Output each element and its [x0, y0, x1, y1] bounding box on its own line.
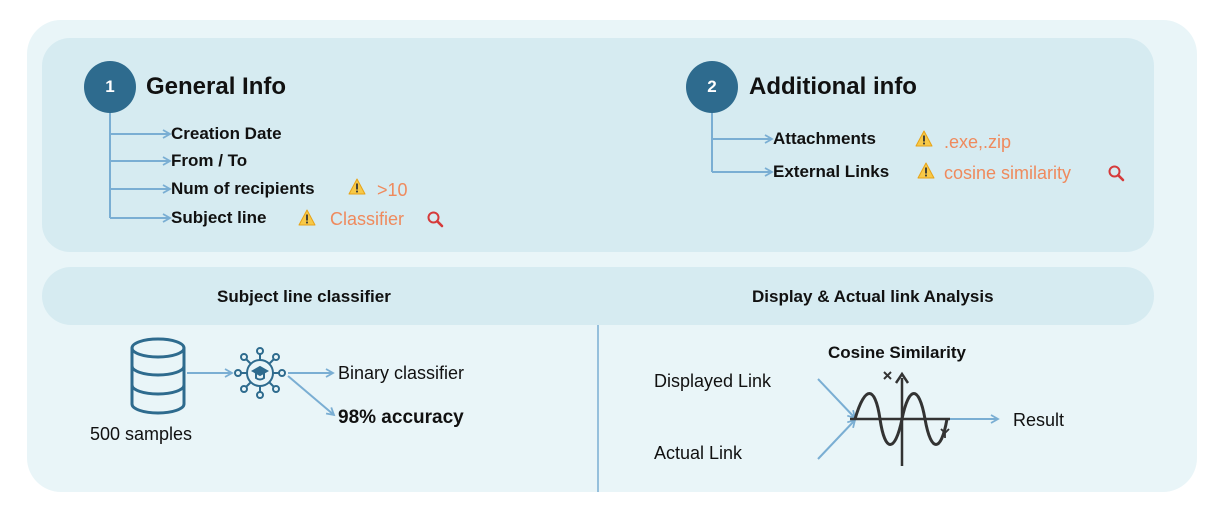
general-tree-connectors — [109, 112, 172, 223]
link-analysis-header: Display & Actual link Analysis — [752, 287, 994, 306]
step-2-badge: 2 — [686, 61, 738, 113]
arrow — [287, 375, 336, 417]
subject-line-note: Classifier — [330, 209, 405, 229]
displayed-link-label: Displayed Link — [654, 371, 772, 391]
database-icon — [130, 337, 186, 415]
binary-classifier-label: Binary classifier — [338, 363, 465, 383]
info-panel — [42, 38, 1154, 252]
additional-info-title: Additional info — [749, 73, 917, 100]
step-1-badge: 1 — [84, 61, 136, 113]
external-links-note: cosine similarity — [944, 163, 1072, 183]
accuracy-label: 98% accuracy — [338, 407, 464, 428]
actual-link-label: Actual Link — [654, 443, 743, 463]
samples-label: 500 samples — [90, 424, 193, 444]
warning-icon — [348, 178, 366, 195]
attachments-note: .exe,.zip — [944, 132, 1012, 152]
arrow — [817, 378, 857, 420]
warning-icon — [915, 130, 933, 147]
warning-icon — [917, 162, 935, 179]
arrow — [817, 418, 857, 460]
additional-item-external-links: External Links — [773, 162, 890, 181]
general-item-num-recipients: Num of recipients — [171, 179, 315, 198]
neural-network-icon — [234, 347, 286, 399]
magnifier-icon — [1108, 165, 1125, 182]
general-item-subject-line: Subject line — [171, 208, 267, 227]
result-label: Result — [1013, 410, 1065, 430]
general-item-from-to: From / To — [171, 151, 248, 170]
additional-item-attachments: Attachments — [773, 129, 876, 148]
general-item-creation-date: Creation Date — [171, 124, 282, 143]
general-info-title: General Info — [146, 73, 287, 100]
analysis-header-bar — [42, 267, 1154, 325]
sine-wave-icon — [850, 371, 950, 466]
warning-icon — [298, 209, 316, 226]
recipients-threshold: >10 — [377, 180, 408, 200]
magnifier-icon — [427, 211, 444, 228]
classifier-header: Subject line classifier — [217, 287, 391, 306]
cosine-similarity-title: Cosine Similarity — [828, 343, 966, 362]
additional-tree-connectors — [711, 112, 774, 177]
